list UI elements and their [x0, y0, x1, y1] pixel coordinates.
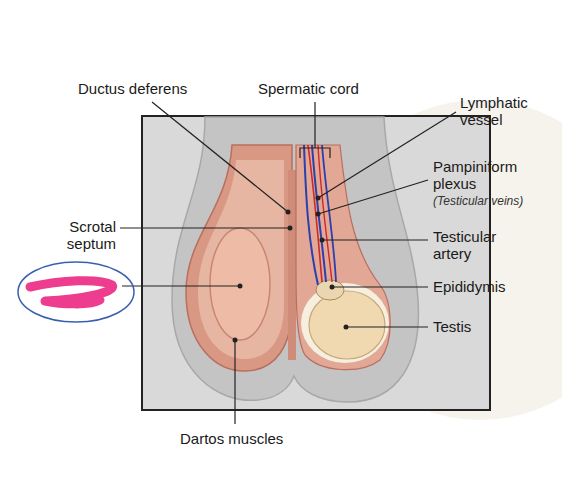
sac — [210, 228, 270, 340]
part-label: Scrotal septum — [44, 218, 116, 252]
part-label: Dartos muscles — [180, 430, 310, 447]
tunica-layer — [186, 145, 292, 371]
highlight-ellipse — [18, 262, 134, 322]
part-label: Lymphatic vessel — [460, 94, 550, 128]
bracket — [300, 102, 330, 158]
tunica-albuginea — [301, 283, 389, 363]
part-label: Testicular artery — [433, 228, 533, 262]
part-label: Testis — [433, 318, 513, 335]
scrotal-septum — [288, 170, 296, 360]
inner-layer — [198, 160, 284, 359]
part-label: Ductus deferens — [78, 80, 208, 97]
part-label: Epididymis — [433, 278, 533, 295]
part-label: Pampiniform plexus — [433, 158, 543, 192]
cord-sheath — [296, 145, 390, 370]
testis-shape — [309, 291, 385, 359]
leader-dots — [233, 196, 349, 343]
redaction-scribble — [30, 281, 113, 304]
epididymis-shape — [316, 280, 344, 300]
part-label: Spermatic cord — [258, 80, 378, 97]
scrotum-skin — [172, 117, 418, 402]
part-label: (Testicular veins) — [433, 194, 548, 208]
leader-lines — [120, 102, 456, 424]
